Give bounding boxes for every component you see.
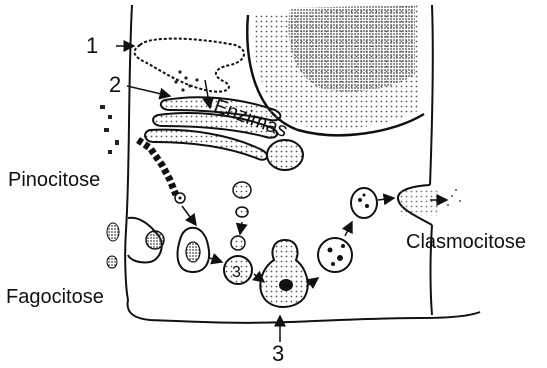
pinocitose-label: Pinocitose <box>8 170 100 190</box>
pinocytosis-droplets <box>100 105 119 154</box>
primary-lysosomes <box>231 182 251 250</box>
cell-membrane-right <box>430 5 433 315</box>
digestive-vacuole <box>260 240 307 307</box>
endoplasmic-reticulum <box>135 39 245 92</box>
residual-body <box>318 238 352 272</box>
residual-body-small <box>351 188 377 218</box>
marker-3-label: 3 <box>272 343 284 365</box>
clasmocitose-label: Clasmocitose <box>406 232 526 252</box>
pointer-2 <box>127 86 170 96</box>
fagocitose-label: Fagocitose <box>6 287 104 307</box>
pinocytosis-channel <box>138 140 176 195</box>
marker-2-label: 2 <box>109 74 121 96</box>
marker-1-label: 1 <box>86 35 98 57</box>
svg-text:3: 3 <box>232 264 241 281</box>
phagocytosed-particles <box>107 223 119 268</box>
